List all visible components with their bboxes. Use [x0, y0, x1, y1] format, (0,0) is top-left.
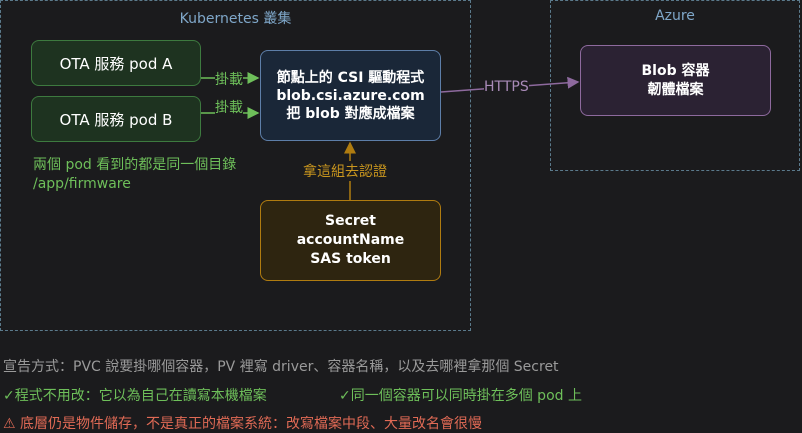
mount-a-label: 掛載 [215, 69, 243, 89]
ota-pod-b-label: OTA 服務 pod B [59, 110, 173, 129]
secret-line1: Secret [325, 213, 376, 229]
pro-no-code-change: ✓程式不用改：它以為自己在讀寫本機檔案 [3, 388, 267, 404]
declaration-text: 宣告方式：PVC 說要掛哪個容器，PV 裡寫 driver、容器名稱，以及去哪裡… [3, 359, 559, 375]
csi-driver-node: 節點上的 CSI 驅動程式 blob.csi.azure.com 把 blob … [260, 50, 441, 141]
csi-driver-line1: 節點上的 CSI 驅動程式 [276, 69, 425, 86]
mount-b-label: 掛載 [215, 97, 243, 117]
pro-multi-pod-mount: ✓同一個容器可以同時掛在多個 pod 上 [339, 388, 582, 404]
secret-line3: SAS token [310, 251, 391, 267]
blob-container-line2: 韌體檔案 [647, 81, 704, 98]
ota-pod-a-node: OTA 服務 pod A [31, 40, 201, 86]
blob-container-node: Blob 容器 韌體檔案 [580, 45, 771, 116]
warning-text: ⚠ 底層仍是物件儲存，不是真正的檔案系統：改寫檔案中段、大量改名會很慢 [3, 416, 482, 432]
shared-directory-note: 兩個 pod 看到的都是同一個目錄 /app/firmware [33, 156, 236, 194]
azure-region: Azure [550, 0, 800, 171]
https-label: HTTPS [484, 79, 529, 95]
auth-label: 拿這組去認證 [303, 161, 387, 181]
shared-directory-note-line2: /app/firmware [33, 176, 131, 192]
shared-directory-note-line1: 兩個 pod 看到的都是同一個目錄 [33, 157, 237, 173]
ota-pod-a-label: OTA 服務 pod A [59, 54, 173, 73]
ota-pod-b-node: OTA 服務 pod B [31, 96, 201, 142]
kubernetes-cluster-title: Kubernetes 叢集 [179, 11, 292, 27]
kubernetes-cluster-region: Kubernetes 叢集 [0, 0, 471, 331]
secret-node: Secret accountName SAS token [260, 200, 441, 281]
azure-title: Azure [655, 8, 695, 24]
csi-driver-line2: blob.csi.azure.com [276, 87, 425, 104]
csi-driver-line3: 把 blob 對應成檔案 [286, 105, 415, 122]
secret-line2: accountName [296, 232, 405, 248]
blob-container-line1: Blob 容器 [641, 62, 710, 79]
